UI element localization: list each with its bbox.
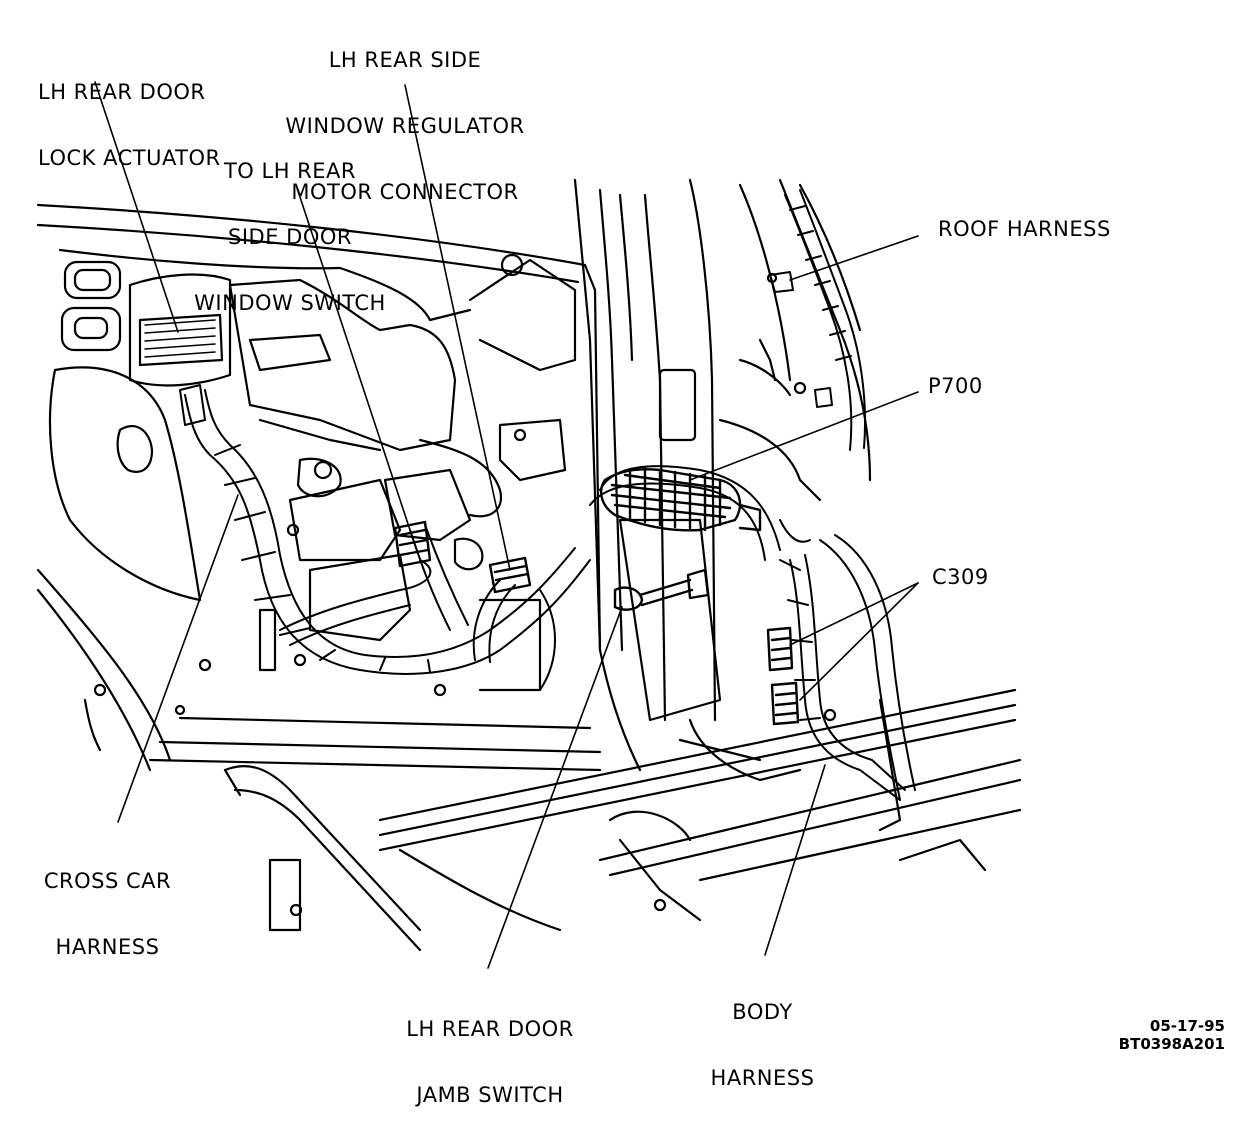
jamb-switch-connector [613, 568, 710, 611]
callout-window-switch-line-3: WINDOW SWITCH [194, 291, 386, 315]
body-harness-route [779, 519, 916, 801]
callout-lock-actuator: LH REAR DOOR LOCK ACTUATOR [38, 37, 221, 191]
callout-cross-car-line-2: HARNESS [55, 935, 160, 959]
callout-c309: C309 [932, 565, 989, 589]
window-switch-connector [393, 520, 432, 568]
callout-roof-harness: ROOF HARNESS [938, 217, 1111, 241]
callout-lock-actuator-line-1: LH REAR DOOR [38, 80, 206, 104]
callout-p700: P700 [928, 374, 983, 398]
c309-connectors [766, 626, 800, 726]
callout-regulator-line-2: WINDOW REGULATOR [285, 114, 525, 138]
callout-body-harness: BODY HARNESS [700, 957, 825, 1111]
door-inner-panel [36, 203, 602, 772]
drawing-stamp: 05-17-95 BT0398A201 [1080, 1017, 1225, 1053]
callout-window-switch: TO LH REAR SIDE DOOR WINDOW SWITCH [190, 116, 390, 336]
callout-regulator-connector: LH REAR SIDE WINDOW REGULATOR MOTOR CONN… [280, 5, 530, 225]
callout-cross-car-line-1: CROSS CAR [43, 869, 172, 893]
callout-jamb-switch: LH REAR DOOR JAMB SWITCH [380, 974, 600, 1128]
callout-regulator-line-3: MOTOR CONNECTOR [291, 180, 519, 204]
rocker-sill [378, 688, 1022, 882]
callout-window-switch-line-1: TO LH REAR [223, 159, 356, 183]
roof-harness-route [769, 189, 867, 451]
seat-frame [223, 765, 702, 952]
stamp-code: BT0398A201 [1118, 1035, 1225, 1053]
leader-lines [94, 81, 919, 969]
p700-connector [599, 466, 762, 532]
regulator-motor-connector [488, 556, 532, 594]
callout-body-harness-line-1: BODY [732, 1000, 793, 1024]
stamp-date: 05-17-95 [1149, 1017, 1225, 1035]
callout-cross-car-harness: CROSS CAR HARNESS [20, 826, 195, 980]
callout-lock-actuator-line-2: LOCK ACTUATOR [38, 146, 221, 170]
callout-regulator-line-1: LH REAR SIDE [328, 48, 482, 72]
callout-jamb-switch-line-1: LH REAR DOOR [406, 1017, 574, 1041]
callout-jamb-switch-line-2: JAMB SWITCH [416, 1083, 564, 1107]
wiring-diagram [36, 81, 1022, 969]
callout-body-harness-line-2: HARNESS [710, 1066, 815, 1090]
callout-window-switch-line-2: SIDE DOOR [228, 225, 352, 249]
